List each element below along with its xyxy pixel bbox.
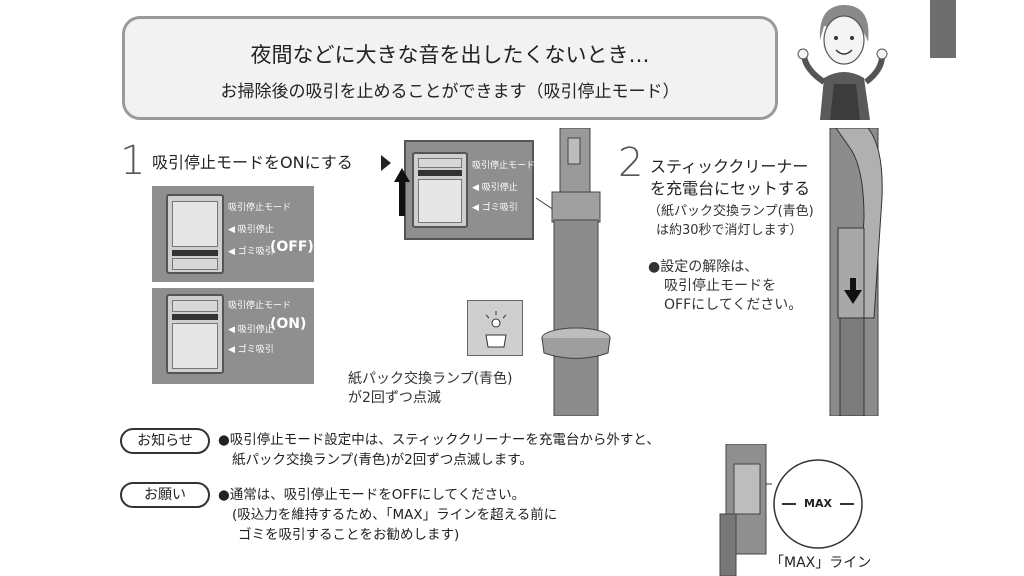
label-stop: ◀ 吸引停止 [228,225,274,235]
charging-stand-illustration [829,128,883,416]
state-on-label: (ON) [270,316,307,332]
step-1-text: 吸引停止モードをONにする [152,153,353,172]
label-mode: 吸引停止モード [228,203,292,213]
max-caption: 「MAX」ライン [770,555,872,571]
cancel-note-3: OFFにしてください。 [664,297,803,313]
mode-switch-zoom [412,152,468,228]
label-dust: ◀ ゴミ吸引 [228,247,274,257]
header-title: 夜間などに大きな音を出したくないとき… [250,43,650,67]
step-2-note-1: （紙パック交換ランプ(青色) [648,204,814,219]
request-line-1: ●通常は、吸引停止モードをOFFにしてください。 [218,487,526,503]
dust-bag-lamp-icon [485,311,507,348]
switch-panel-off: 吸引停止モード ◀ 吸引停止 ◀ ゴミ吸引 (OFF) [152,186,314,282]
max-label: MAX [804,497,832,510]
step-1-number: 1 [120,138,146,184]
label-dust: ◀ ゴミ吸引 [228,345,274,355]
cancel-note-1: ●設定の解除は、 [648,259,759,275]
step-2-note-2: は約30秒で消灯します） [656,223,803,238]
max-line-zoom [773,459,863,549]
label-mode: 吸引停止モード [228,301,292,311]
header-subtitle: お掃除後の吸引を止めることができます（吸引停止モード） [220,82,680,102]
lamp-caption-1: 紙パック交換ランプ(青色) [348,371,513,387]
lamp-box [467,300,523,356]
cancel-note-2: 吸引停止モードを [664,278,776,294]
mode-switch-on [166,294,224,374]
lamp-caption-2: が2回ずつ点滅 [348,390,441,406]
request-line-2: (吸込力を維持するため、「MAX」ラインを超える前に [232,507,558,523]
mode-switch-off [166,194,224,274]
arrow-right-icon [381,155,391,171]
stick-cleaner-illustration [535,128,611,416]
notice-line-1: ●吸引停止モード設定中は、スティッククリーナーを充電台から外すと、 [218,432,660,448]
label-dust: ◀ ゴミ吸引 [472,203,518,213]
request-label: お願い [120,482,210,508]
label-mode: 吸引停止モード [472,161,536,171]
woman-illustration [797,5,888,120]
step-2-text-1: スティッククリーナー [650,157,809,176]
label-stop: ◀ 吸引停止 [228,325,274,335]
notice-label: お知らせ [120,428,210,454]
header-box: 夜間などに大きな音を出したくないとき… お掃除後の吸引を止めることができます（吸… [122,16,778,120]
request-line-3: ゴミを吸引することをお勧めします) [238,527,460,543]
notice-line-2: 紙パック交換ランプ(青色)が2回ずつ点滅します。 [232,452,533,468]
arrow-up-icon [394,168,410,216]
switch-zoom-panel: 吸引停止モード ◀ 吸引停止 ◀ ゴミ吸引 [404,140,536,240]
step-2-text-2: を充電台にセットする [650,179,811,198]
state-off-label: (OFF) [270,239,314,255]
switch-panel-on: 吸引停止モード ◀ 吸引停止 ◀ ゴミ吸引 (ON) [152,288,314,384]
label-stop: ◀ 吸引停止 [472,183,518,193]
section-tab [930,0,956,58]
step-2-number: 2 [618,140,644,186]
dust-bag-illustration [719,444,772,576]
